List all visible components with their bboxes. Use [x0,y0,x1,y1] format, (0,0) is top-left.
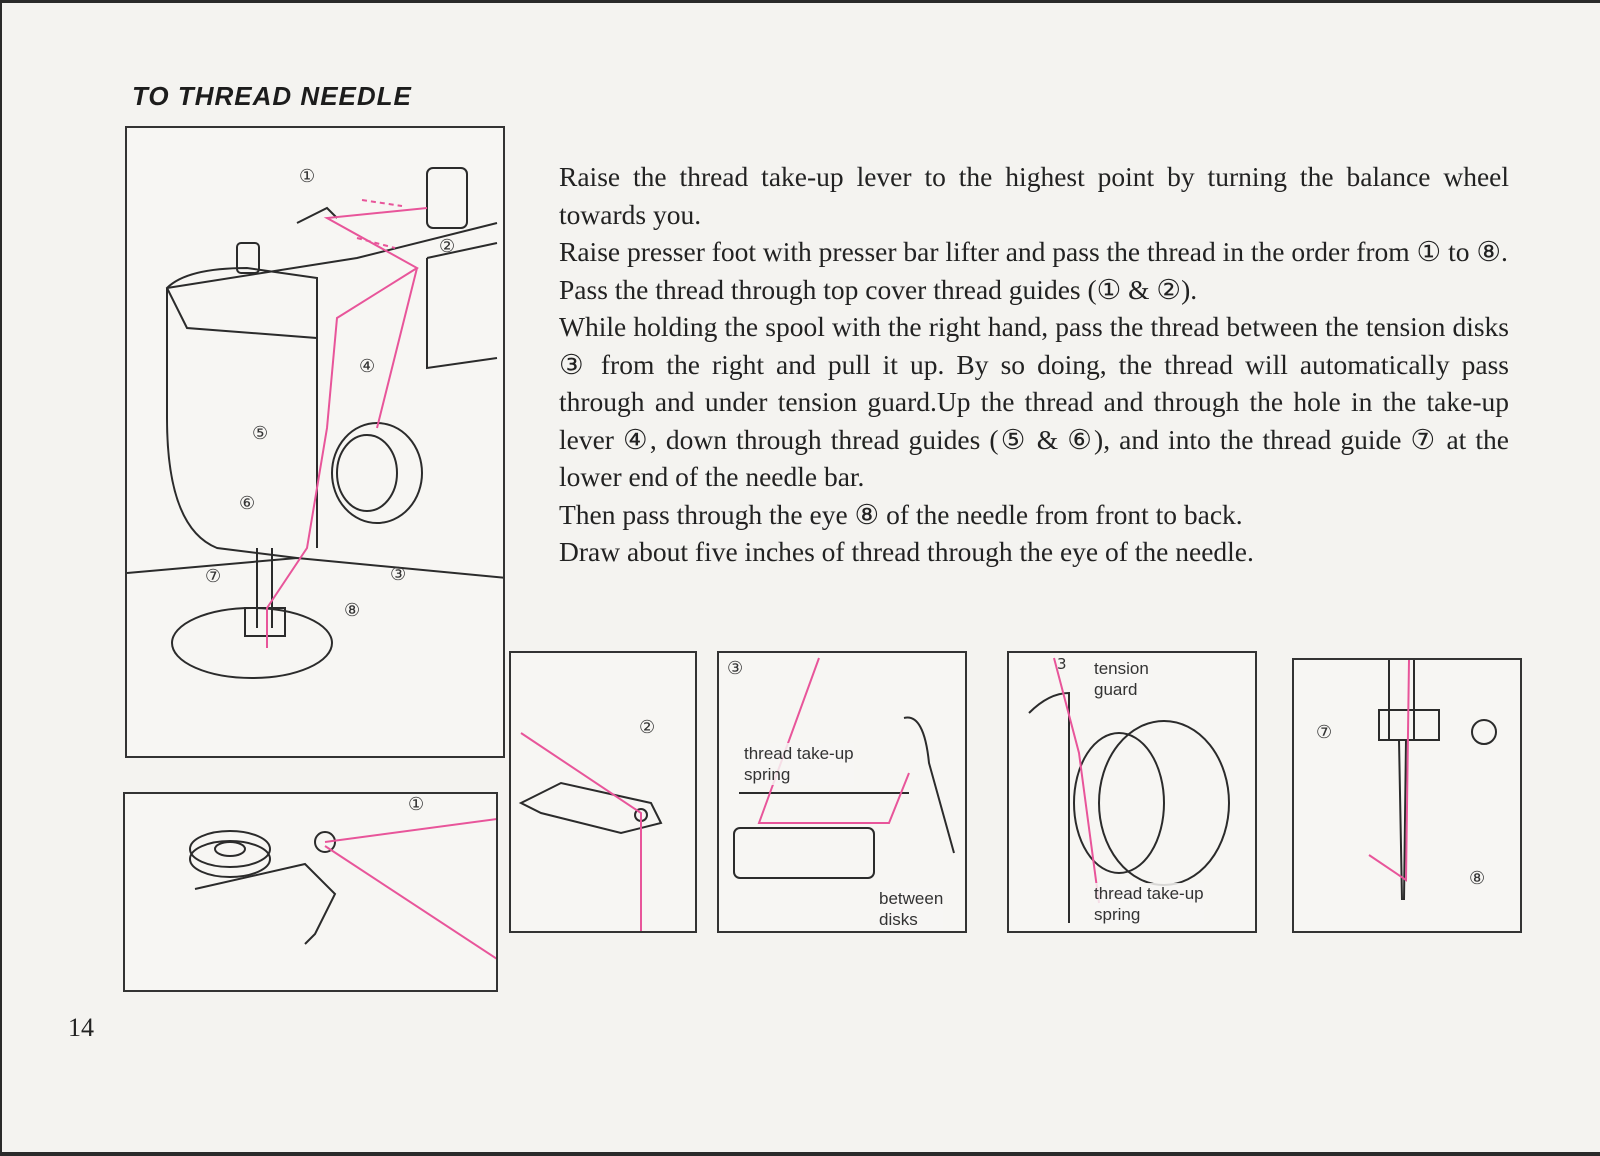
tension-disks-drawing [733,657,955,879]
guide-marker-2: ② [639,717,656,738]
marker-5: ⑤ [252,423,269,444]
machine-drawing [127,167,503,679]
take-up-spring-label: thread take-up spring [744,743,854,785]
guard-marker-3: 3 [1057,655,1067,673]
marker-7: ⑦ [205,566,222,587]
needle-marker-8: ⑧ [1469,868,1486,889]
instructions-text: Raise the thread take-up lever to the hi… [559,158,1509,571]
instruction-paragraph: Then pass through the eye ⑧ of the needl… [559,498,1243,530]
spool-guide-illustration: ① [123,792,498,992]
tension-marker-3: ③ [727,658,744,679]
instruction-paragraph: Pass the thread through top cover thread… [559,273,1198,305]
instruction-paragraph: Draw about five inches of thread through… [559,536,1254,567]
guide-two-drawing [518,732,663,931]
marker-3: ③ [390,564,407,585]
instruction-paragraph: While holding the spool with the right h… [559,311,1509,492]
needle-marker-7: ⑦ [1316,722,1333,743]
needle-illustration: ⑦ ⑧ [1292,658,1522,933]
page-heading: TO THREAD NEEDLE [132,81,412,111]
page-number: 14 [68,1013,94,1042]
spool-marker-1: ① [408,794,425,815]
instruction-paragraph: Raise the thread take-up lever to the hi… [559,161,1509,230]
guard-spring-label: thread take-up spring [1094,883,1204,925]
marker-4: ④ [359,356,376,377]
spool-guide-drawing [189,818,496,960]
marker-8: ⑧ [344,600,361,621]
marker-2: ② [439,236,456,257]
between-disks-label: between disks [879,888,944,930]
machine-threading-illustration: ① ② ③ ④ ⑤ ⑥ ⑦ ⑧ [125,126,505,758]
tension-guard-illustration: 3 tension guard thread take-up spring [1007,651,1257,933]
tension-disks-illustration: ③ thread take-up spring between disks [717,651,967,933]
marker-1: ① [299,166,316,187]
guide-two-illustration: ② [509,651,697,933]
tension-guard-drawing [1028,657,1230,923]
marker-6: ⑥ [239,493,256,514]
instruction-paragraph: Raise presser foot with presser bar lift… [559,236,1508,267]
needle-drawing [1368,660,1497,901]
tension-guard-label: tension guard [1094,658,1149,700]
